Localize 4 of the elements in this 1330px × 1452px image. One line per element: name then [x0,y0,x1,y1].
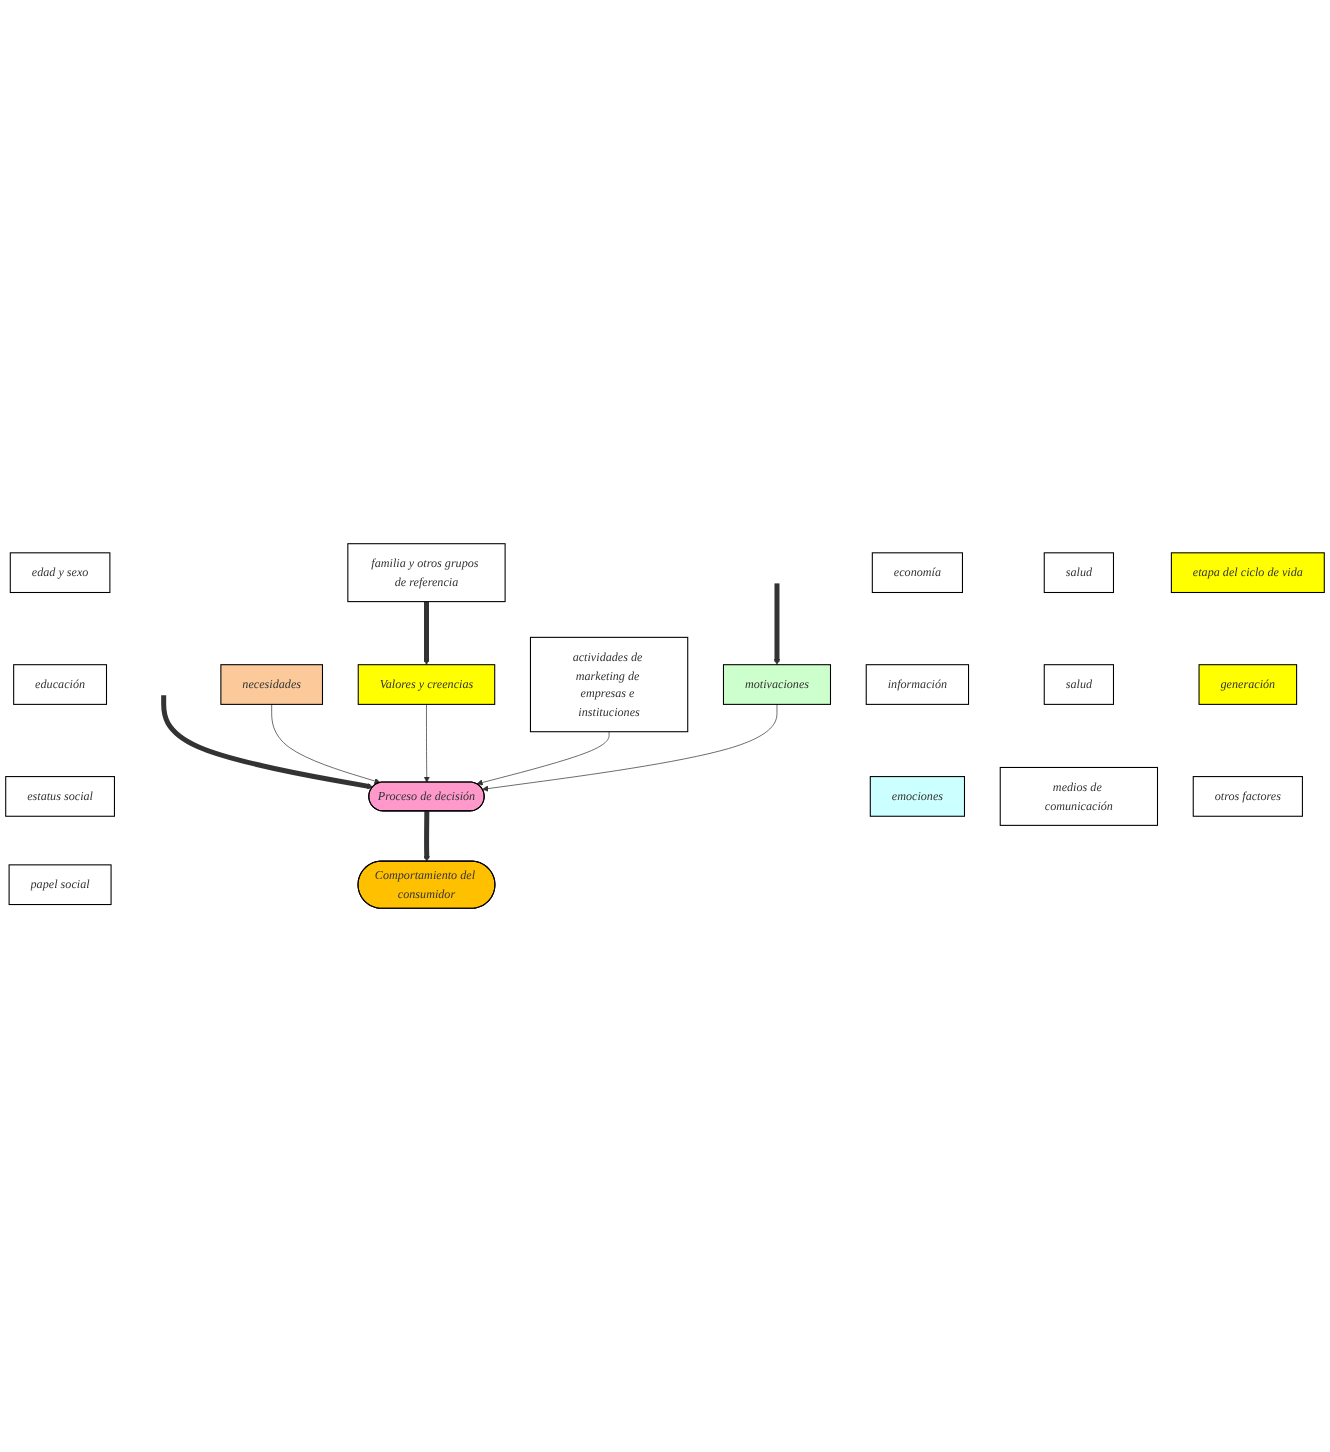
arrow [773,583,781,665]
arrow [423,811,430,862]
arrow [423,601,430,665]
arrow [161,695,374,790]
